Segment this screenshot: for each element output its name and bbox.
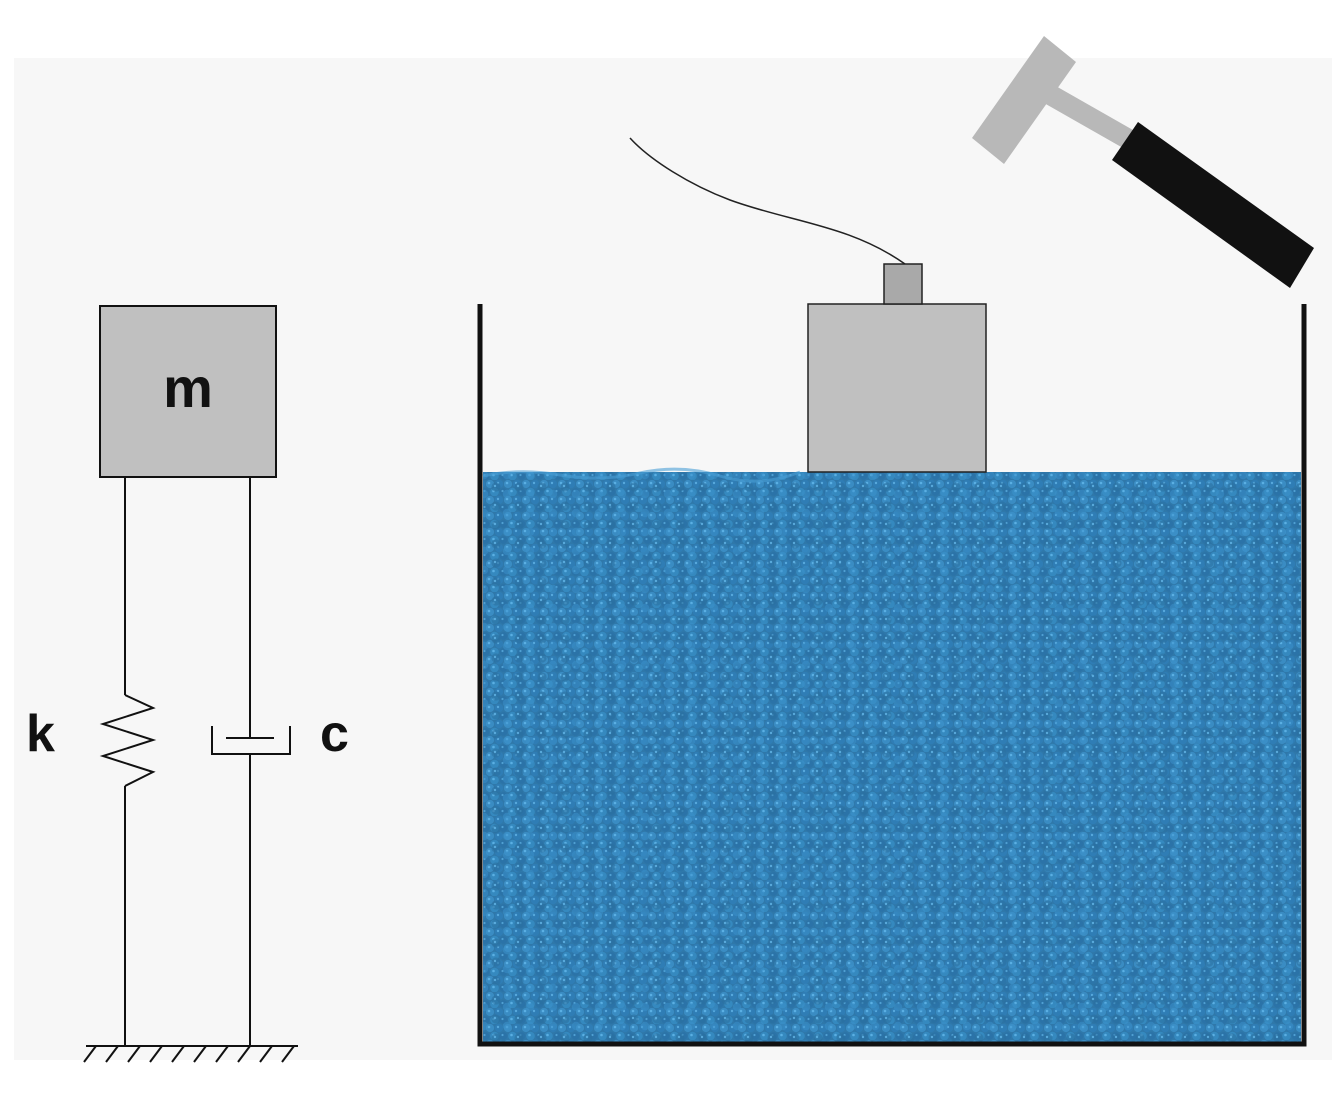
accelerometer-sensor-icon bbox=[807, 303, 987, 473]
sensor-connector bbox=[883, 263, 923, 305]
spring-constant-label: k bbox=[26, 705, 55, 763]
mass-label: m bbox=[163, 356, 213, 419]
granular-bed-setup bbox=[477, 36, 1314, 1047]
ground-support bbox=[83, 1045, 298, 1063]
mass-spring-damper-model bbox=[83, 305, 298, 1063]
mass-block bbox=[99, 305, 277, 478]
spring bbox=[99, 477, 157, 1046]
impact-hammer-icon bbox=[972, 36, 1314, 288]
damping-coefficient-label: c bbox=[320, 705, 349, 763]
granular-particles-texture bbox=[483, 472, 1301, 1042]
container bbox=[477, 304, 1307, 1047]
sensor-cable bbox=[629, 137, 906, 265]
damper bbox=[211, 477, 291, 1046]
